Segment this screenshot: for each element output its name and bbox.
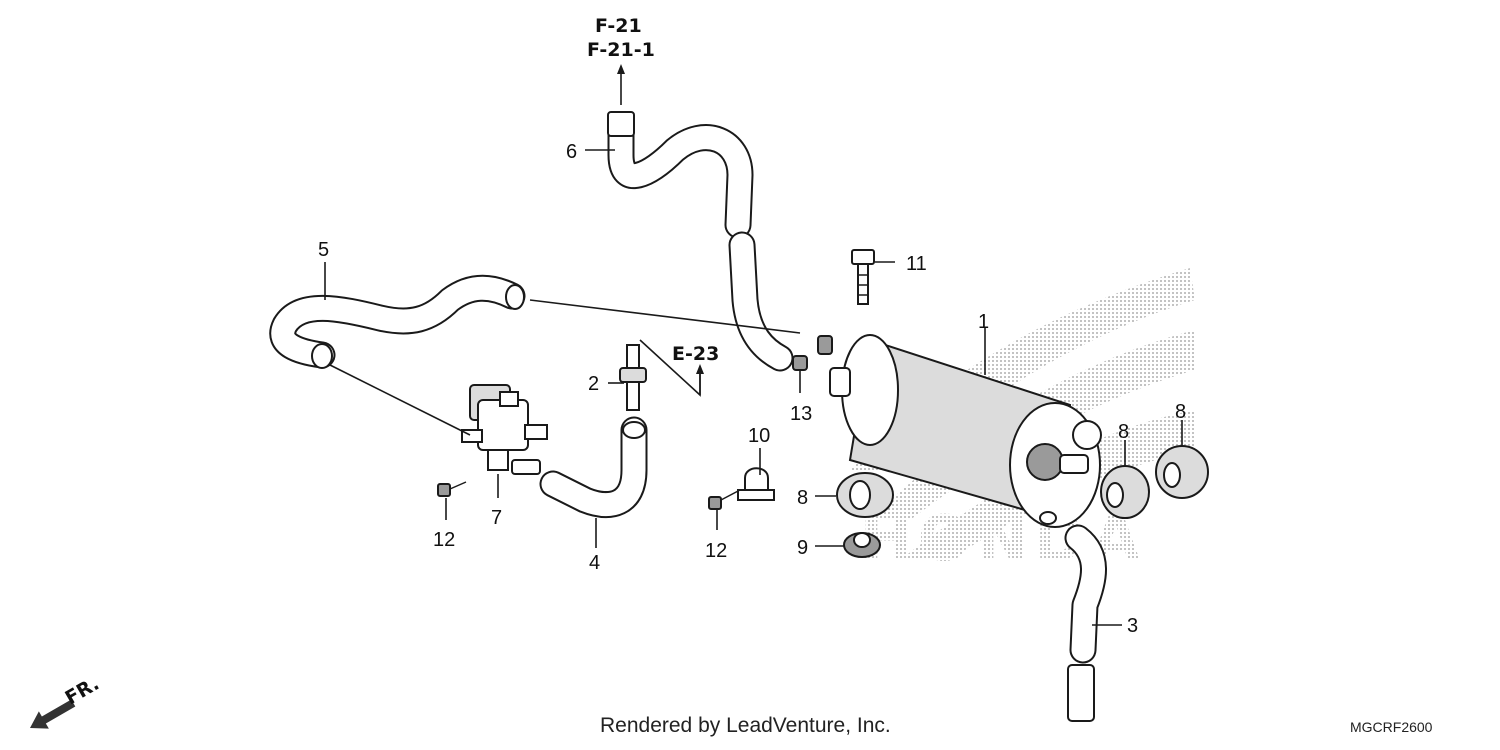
- callout-11[interactable]: 11: [906, 253, 927, 275]
- callout-7[interactable]: 7: [491, 507, 502, 529]
- callout-9[interactable]: 9: [797, 537, 808, 559]
- callout-4[interactable]: 4: [589, 552, 600, 574]
- diagram-code: MGCRF2600: [1350, 719, 1433, 735]
- callout-8c[interactable]: 8: [1175, 401, 1186, 423]
- screw-12b[interactable]: [708, 489, 741, 510]
- hose-3[interactable]: [1064, 524, 1107, 722]
- rubber-mount-8a[interactable]: [836, 472, 894, 518]
- collar-9[interactable]: [843, 532, 881, 558]
- rubber-mount-8c[interactable]: [1155, 445, 1209, 499]
- callout-1[interactable]: 1: [978, 311, 989, 333]
- ref-f211[interactable]: F-21-1: [587, 39, 655, 61]
- connection-line: [529, 299, 801, 334]
- callout-13[interactable]: 13: [790, 403, 812, 425]
- connection-line: [329, 364, 471, 436]
- render-credit: Rendered by LeadVenture, Inc.: [600, 714, 891, 737]
- callout-10[interactable]: 10: [748, 425, 770, 447]
- callout-12b[interactable]: 12: [705, 540, 727, 562]
- solenoid-valve[interactable]: [461, 384, 548, 475]
- bolt-11[interactable]: [851, 249, 875, 305]
- front-direction-marker: FR.: [30, 673, 103, 729]
- hose-5[interactable]: [269, 274, 526, 369]
- ref-f21[interactable]: F-21: [595, 15, 642, 37]
- callout-3[interactable]: 3: [1127, 615, 1138, 637]
- arrow-head-icon: [617, 64, 625, 74]
- callout-8a[interactable]: 8: [797, 487, 808, 509]
- callout-8b[interactable]: 8: [1118, 421, 1129, 443]
- callout-2[interactable]: 2: [588, 373, 599, 395]
- front-arrow-icon: [30, 699, 76, 729]
- hose-4[interactable]: [539, 416, 648, 519]
- callout-5[interactable]: 5: [318, 239, 329, 261]
- joint-2[interactable]: [619, 344, 647, 411]
- rubber-mount-8b[interactable]: [1100, 465, 1150, 519]
- ref-e23[interactable]: E-23: [672, 343, 719, 365]
- arrow-head-icon: [696, 364, 704, 374]
- nut-13[interactable]: [792, 335, 833, 371]
- canister[interactable]: [829, 334, 1102, 528]
- clamp-10[interactable]: [737, 467, 775, 501]
- callout-12a[interactable]: 12: [433, 529, 455, 551]
- callout-6[interactable]: 6: [566, 141, 577, 163]
- hose-6[interactable]: [607, 111, 794, 372]
- screw-12a[interactable]: [437, 481, 467, 497]
